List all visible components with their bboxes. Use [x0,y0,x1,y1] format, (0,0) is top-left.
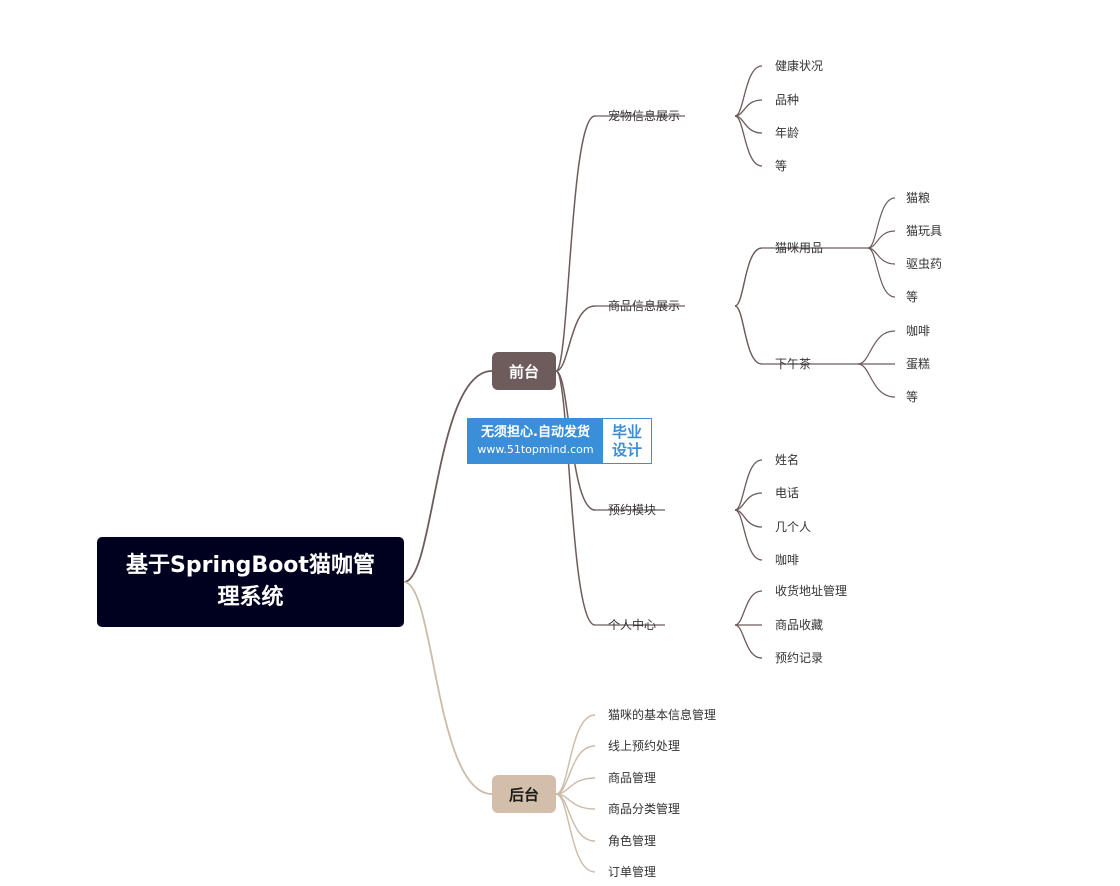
topic-goods-info[interactable]: 商品信息展示 [608,299,681,313]
leaf-node[interactable]: 电话 [775,486,800,500]
leaf-node[interactable]: 驱虫药 [906,257,943,271]
leaf-node[interactable]: 收货地址管理 [775,584,848,598]
connector-leaf-2-3 [734,509,763,561]
leaf-node[interactable]: 订单管理 [608,865,657,879]
leaf-node[interactable]: 预约记录 [775,651,824,665]
topic-cat-supplies[interactable]: 猫咪用品 [775,241,824,255]
topic-reservation[interactable]: 预约模块 [608,503,657,517]
connector-front-0 [555,115,596,372]
leaf-node[interactable]: 商品分类管理 [608,802,681,816]
leaf-node[interactable]: 咖啡 [906,324,931,338]
leaf-node[interactable]: 几个人 [775,520,812,534]
connector-back-5 [555,793,596,873]
leaf-node[interactable]: 品种 [775,93,800,107]
connector-leaf-0-0 [734,65,763,117]
connector-leaf-0-3 [734,115,763,167]
connector-front-3 [555,370,596,626]
connector-tea-0 [857,330,896,365]
leaf-node[interactable]: 等 [775,159,788,173]
leaf-node[interactable]: 商品管理 [608,771,657,785]
leaf-node[interactable]: 健康状况 [775,59,824,73]
watermark-tag1: 毕业 [611,423,642,441]
connector-leaf-1-0 [734,247,763,307]
watermark-text: 无须担心.自动发货 www.51topmind.com [468,419,603,463]
connector-back-1 [555,745,596,795]
watermark-tag: 毕业 设计 [603,419,651,463]
connector-supplies-3 [867,247,896,298]
leaf-node[interactable]: 年龄 [775,126,800,140]
branch-front[interactable]: 前台 [492,352,556,390]
connector-back-0 [555,714,596,795]
leaf-node[interactable]: 猫粮 [906,191,931,205]
connector-leaf-3-0 [734,590,763,626]
connector-supplies-2 [867,247,896,265]
root-node[interactable]: 基于SpringBoot猫咖管理系统 [97,537,404,627]
topic-afternoon-tea[interactable]: 下午茶 [775,357,812,371]
watermark-badge: 无须担心.自动发货 www.51topmind.com 毕业 设计 [467,418,652,464]
leaf-node[interactable]: 猫咪的基本信息管理 [608,708,717,722]
leaf-node[interactable]: 蛋糕 [906,357,931,371]
connector-leaf-0-1 [734,99,763,117]
connector-tea-2 [857,363,896,398]
connector-leaf-3-2 [734,624,763,659]
connector-root-back [403,581,493,795]
root-node-label: 基于SpringBoot猫咖管理系统 [126,553,375,610]
connector-supplies-1 [867,230,896,249]
connector-front-1 [555,305,596,372]
connector-leaf-2-1 [734,492,763,511]
topic-pet-info[interactable]: 宠物信息展示 [608,109,681,123]
branch-front-label: 前台 [508,362,539,381]
leaf-node[interactable]: 线上预约处理 [608,739,681,753]
watermark-tag2: 设计 [611,441,642,459]
connector-group-0 [734,247,763,307]
connector-leaf-1-1 [734,305,763,365]
connector-supplies-0 [867,197,896,249]
branch-back-label: 后台 [508,785,539,804]
watermark-line1: 无须担心.自动发货 [481,425,590,440]
connector-group-1 [734,305,763,365]
leaf-node[interactable]: 角色管理 [608,834,657,848]
watermark-line2: www.51topmind.com [477,443,594,456]
topic-user-center[interactable]: 个人中心 [608,618,657,632]
leaf-node[interactable]: 等 [906,390,919,404]
leaf-node[interactable]: 等 [906,290,919,304]
connector-root-front [403,370,493,583]
connector-back-3 [555,793,596,810]
branch-back[interactable]: 后台 [492,775,556,813]
leaf-node[interactable]: 商品收藏 [775,618,824,632]
connector-leaf-2-0 [734,459,763,511]
leaf-node[interactable]: 猫玩具 [906,224,943,238]
connector-back-2 [555,777,596,795]
leaf-node[interactable]: 咖啡 [775,553,800,567]
leaf-node[interactable]: 姓名 [775,453,800,467]
